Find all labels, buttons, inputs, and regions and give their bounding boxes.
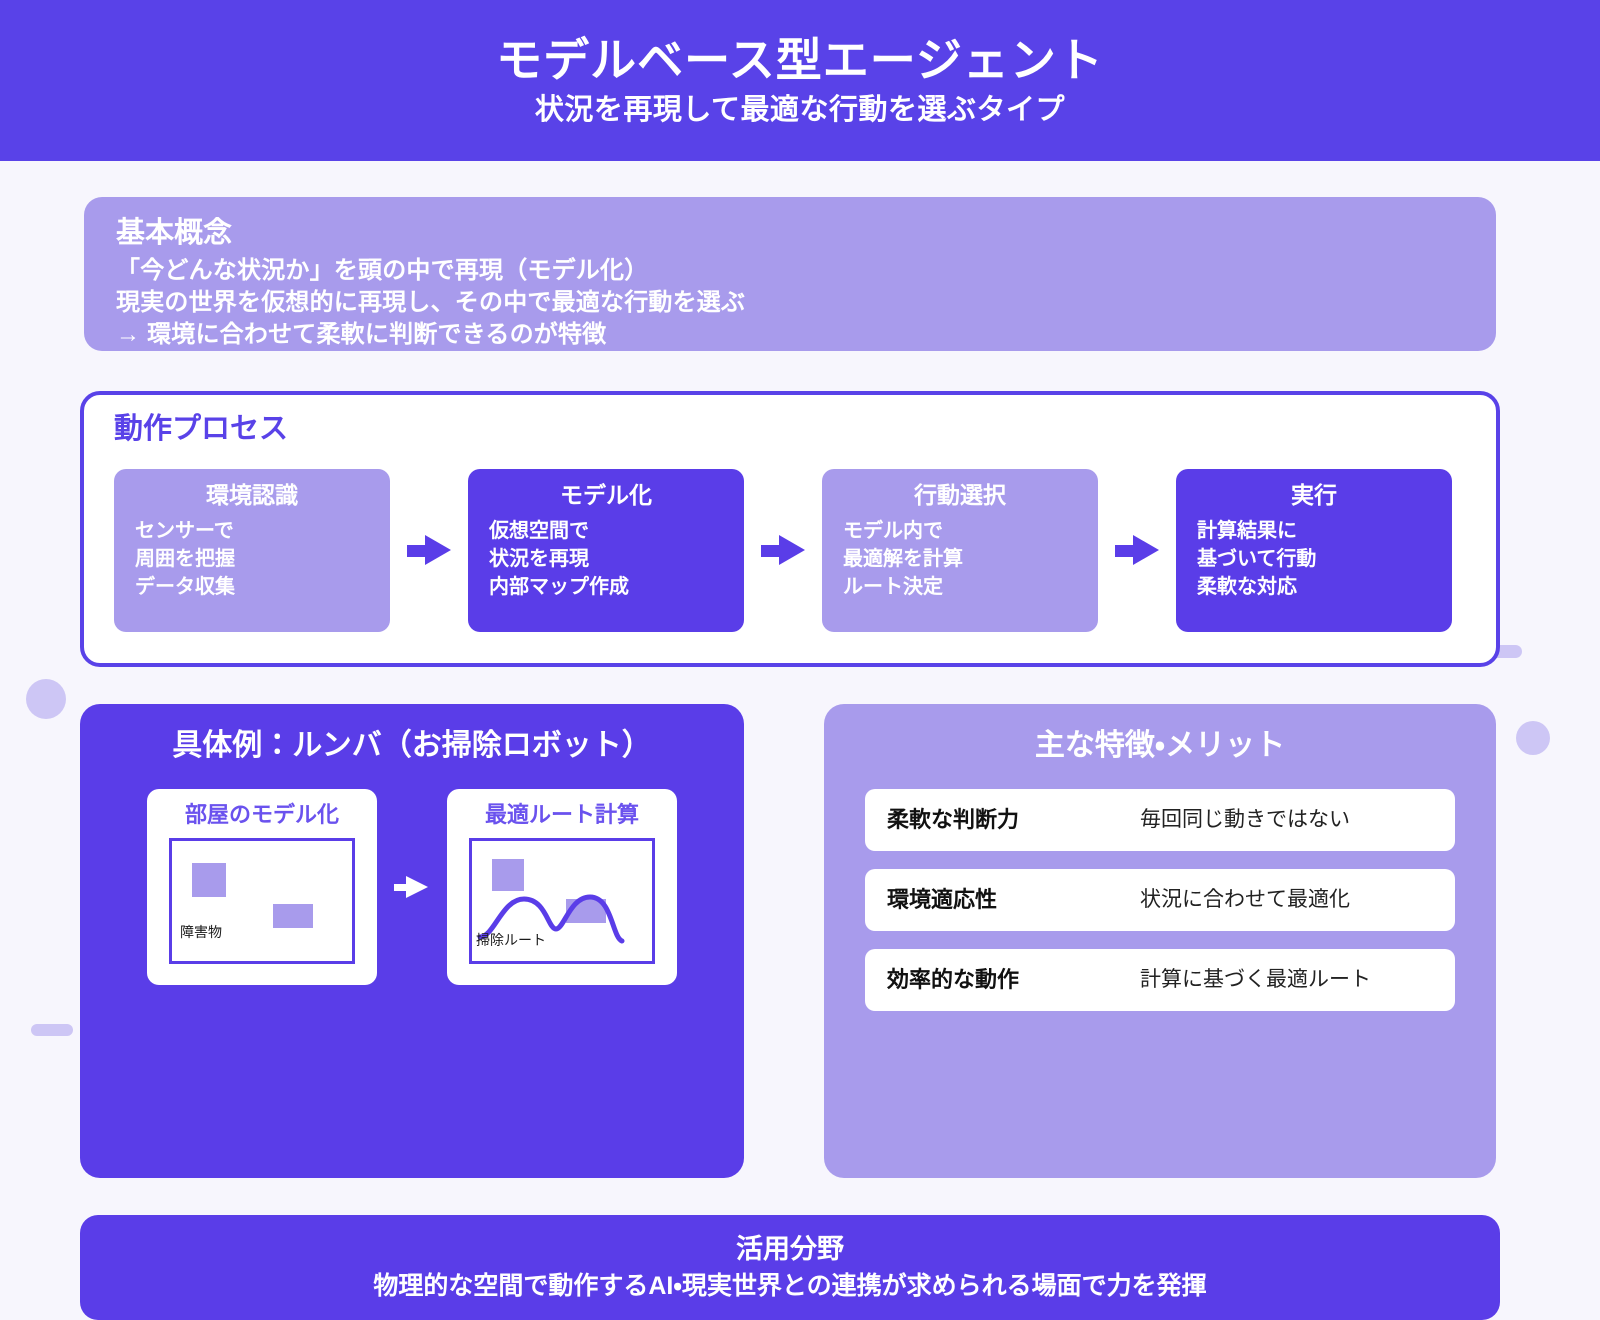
concept-title: 基本概念 <box>116 217 233 249</box>
obstacle-square <box>492 858 524 891</box>
process-arrow-2-wrap <box>744 535 822 566</box>
process-step-3-line-1: モデル内で <box>843 520 943 543</box>
process-step-3-line-2: 最適解を計算 <box>843 548 963 571</box>
route-legend-label: 掃除ルート <box>476 931 546 948</box>
merit-row[interactable]: 効率的な動作 計算に基づく最適ルート <box>865 949 1455 1011</box>
process-step-2[interactable]: モデル化 仮想空間で 状況を再現 内部マップ作成 <box>468 468 744 632</box>
usage-title: 活用分野 <box>736 1233 844 1264</box>
process-step-2-line-3: 内部マップ作成 <box>489 576 629 599</box>
process-step-3[interactable]: 行動選択 モデル内で 最適解を計算 ルート決定 <box>822 468 1098 632</box>
example-card-1-title: 部屋のモデル化 <box>184 802 339 827</box>
process-step-4-line-2: 基づいて行動 <box>1197 548 1317 571</box>
process-step-3-line-3: ルート決定 <box>843 576 943 599</box>
concept-line-3: → 環境に合わせて柔軟に判断できるのが特徴 <box>116 320 607 348</box>
process-step-4-line-3: 柔軟な対応 <box>1197 576 1297 599</box>
page-subtitle: 状況を再現して最適な行動を選ぶタイプ <box>534 93 1066 126</box>
example-card-route-calc[interactable]: 最適ルート計算 掃除ルート <box>447 789 677 985</box>
process-step-1-title: 環境認識 <box>206 481 298 508</box>
merit-value: 毎回同じ動きではない <box>1140 808 1350 832</box>
process-step-4[interactable]: 実行 計算結果に 基づいて行動 柔軟な対応 <box>1176 468 1452 632</box>
process-step-1-line-3: データ収集 <box>135 576 235 599</box>
process-step-2-line-1: 仮想空間で <box>489 520 589 543</box>
arrow-right-icon <box>394 876 430 898</box>
concept-line-2: 現実の世界を仮想的に再現し、その中で最適な行動を選ぶ <box>116 288 746 316</box>
example-card-room-model[interactable]: 部屋のモデル化 障害物 <box>147 789 377 985</box>
room-legend-label: 障害物 <box>180 923 222 940</box>
process-steps-row: 環境認識 センサーで 周囲を把握 データ収集 モデル化 仮想空間で 状況を再現 … <box>114 468 1496 632</box>
concept-line-1: 「今どんな状況か」を頭の中で再現（モデル化） <box>116 256 649 284</box>
process-step-4-title: 実行 <box>1291 481 1337 508</box>
decoration-circle-right <box>1516 721 1550 755</box>
merit-label: 柔軟な判断力 <box>887 806 1020 832</box>
obstacle-square <box>192 862 226 897</box>
merit-row[interactable]: 柔軟な判断力 毎回同じ動きではない <box>865 789 1455 851</box>
arrow-right-icon <box>761 535 805 566</box>
process-panel: 動作プロセス 環境認識 センサーで 周囲を把握 データ収集 モデル化 仮想空間で… <box>80 391 1500 667</box>
process-step-1[interactable]: 環境認識 センサーで 周囲を把握 データ収集 <box>114 468 390 632</box>
merits-panel: 主な特徴・メリット 柔軟な判断力 毎回同じ動きではない 環境適応性 状況に合わせ… <box>824 704 1496 1178</box>
merit-label: 環境適応性 <box>887 886 998 912</box>
usage-text: 物理的な空間で動作するAI・現実世界との連携が求められる場面で力を発揮 <box>373 1272 1207 1301</box>
concept-panel: 基本概念 「今どんな状況か」を頭の中で再現（モデル化） 現実の世界を仮想的に再現… <box>84 197 1496 351</box>
example-panel: 具体例：ルンバ（お掃除ロボット） 部屋のモデル化 障害物 最適ルート計算 <box>80 704 744 1178</box>
example-arrow-wrap <box>377 876 447 898</box>
process-title: 動作プロセス <box>114 413 289 445</box>
example-card-2-title: 最適ルート計算 <box>484 802 639 827</box>
page-body: 基本概念 「今どんな状況か」を頭の中で再現（モデル化） 現実の世界を仮想的に再現… <box>0 161 1600 1320</box>
process-arrow-3-wrap <box>1098 535 1176 566</box>
process-step-2-title: モデル化 <box>560 481 652 508</box>
merit-value: 状況に合わせて最適化 <box>1140 888 1350 912</box>
process-step-1-line-2: 周囲を把握 <box>135 548 235 571</box>
merits-title: 主な特徴・メリット <box>1034 729 1286 762</box>
merit-row[interactable]: 環境適応性 状況に合わせて最適化 <box>865 869 1455 931</box>
process-step-1-line-1: センサーで <box>135 520 234 543</box>
page-title: モデルベース型エージェント <box>496 33 1104 86</box>
page-header: モデルベース型エージェント 状況を再現して最適な行動を選ぶタイプ <box>0 0 1600 161</box>
arrow-right-icon <box>407 535 451 566</box>
obstacle-rect <box>273 903 313 928</box>
decoration-circle-left <box>26 679 66 719</box>
process-step-4-line-1: 計算結果に <box>1197 520 1297 543</box>
process-step-3-title: 行動選択 <box>914 481 1006 508</box>
example-cards-row: 部屋のモデル化 障害物 最適ルート計算 掃除ルート <box>80 789 744 985</box>
usage-panel: 活用分野 物理的な空間で動作するAI・現実世界との連携が求められる場面で力を発揮 <box>80 1215 1500 1320</box>
merit-value: 計算に基づく最適ルート <box>1140 968 1371 992</box>
process-step-2-line-2: 状況を再現 <box>489 548 589 571</box>
example-title: 具体例：ルンバ（お掃除ロボット） <box>172 729 652 762</box>
process-arrow-1-wrap <box>390 535 468 566</box>
cleaning-route-path <box>477 893 625 943</box>
room-diagram: 障害物 <box>169 837 355 964</box>
decoration-dash-left <box>31 1024 73 1036</box>
merit-label: 効率的な動作 <box>887 966 1020 992</box>
route-diagram: 掃除ルート <box>469 837 655 964</box>
arrow-right-icon <box>1115 535 1159 566</box>
